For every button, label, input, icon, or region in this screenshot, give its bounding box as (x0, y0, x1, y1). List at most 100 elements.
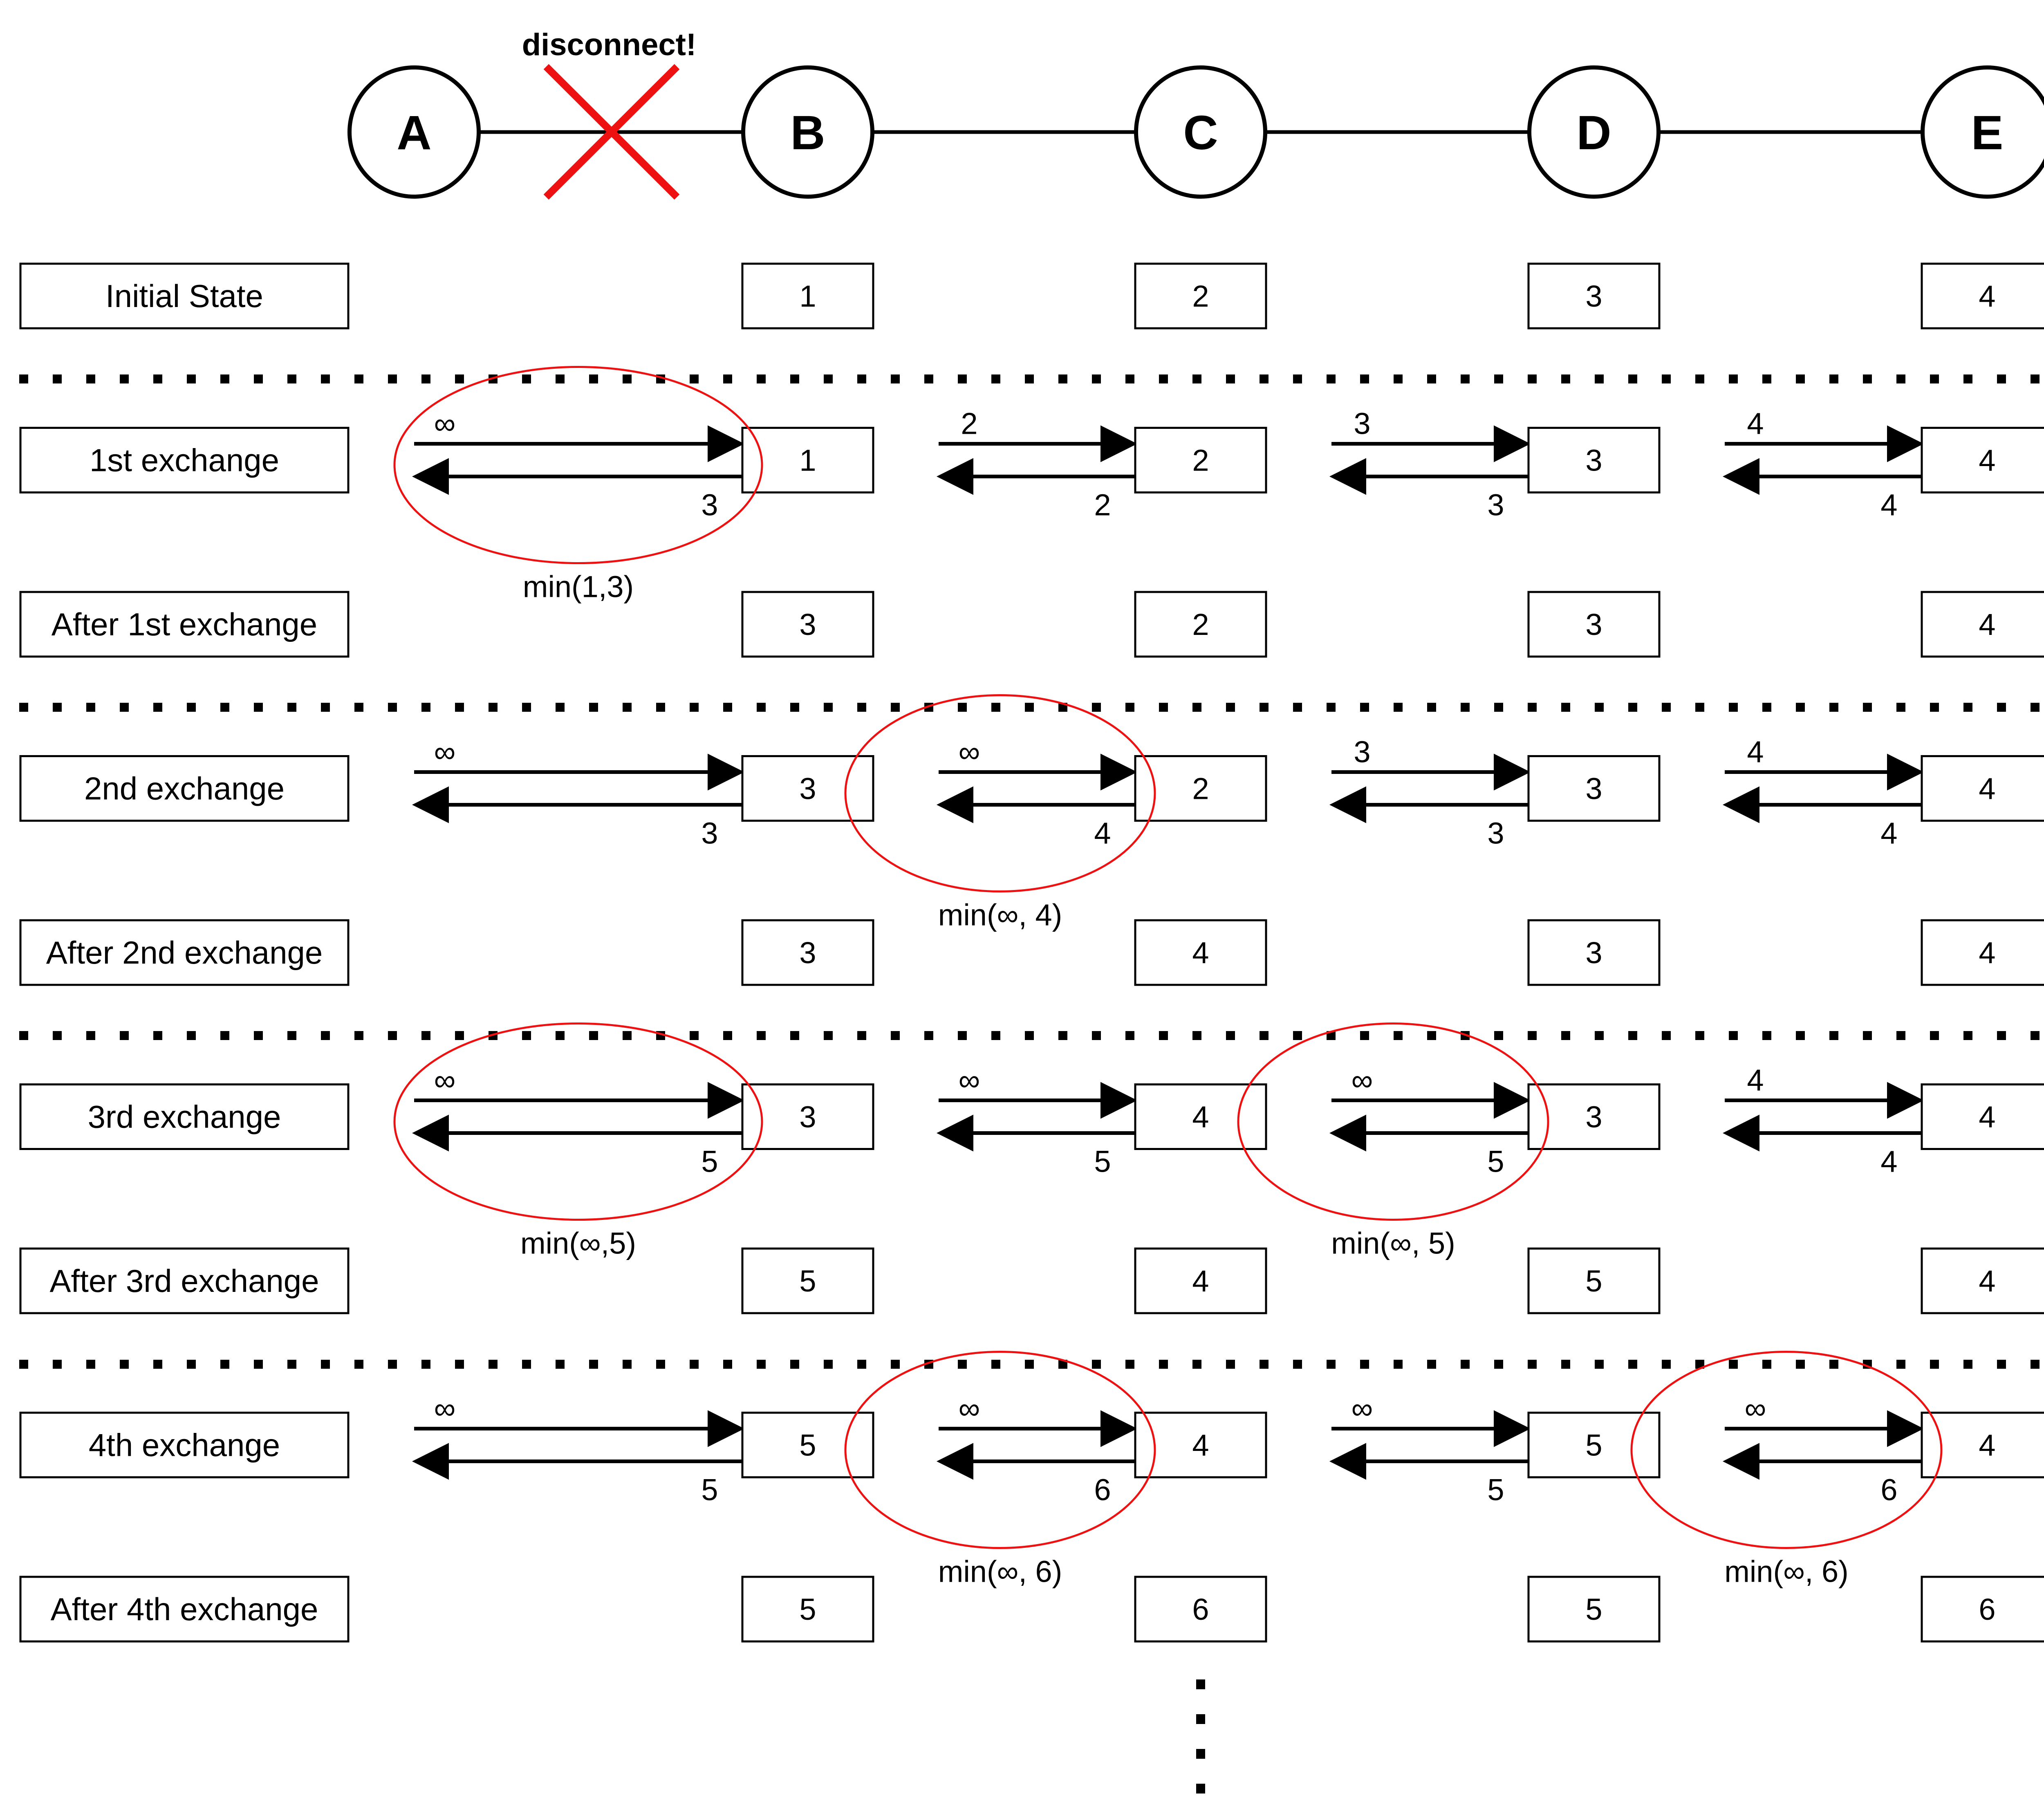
node-b-circle (741, 65, 874, 199)
arrow-left-label: 5 (1094, 1145, 1111, 1179)
arrow-left-label: 3 (701, 488, 718, 522)
value-box-c (1134, 1083, 1267, 1150)
highlight-ellipse (393, 366, 763, 564)
node-e-label: E (1971, 106, 2004, 160)
row-label: After 1st exchange (52, 606, 317, 642)
row-label: 4th exchange (89, 1427, 280, 1463)
value-text: 2 (1192, 444, 1209, 478)
row-label: 2nd exchange (84, 771, 285, 807)
value-box-b (741, 919, 874, 986)
value-box-d (1527, 262, 1661, 330)
row-label-box (19, 1576, 350, 1643)
value-text: 2 (1192, 772, 1209, 806)
value-box-b (741, 755, 874, 822)
value-box-b (741, 262, 874, 330)
value-box-c (1134, 1412, 1267, 1478)
value-text: 5 (799, 1428, 816, 1462)
value-text: 3 (1585, 279, 1602, 313)
value-box-b (741, 1247, 874, 1314)
value-text: 3 (1585, 936, 1602, 970)
value-box-b (741, 1576, 874, 1643)
arrow-left-label: 5 (1487, 1473, 1504, 1507)
row-label-box (19, 262, 350, 330)
row-label: Initial State (105, 278, 263, 314)
row-label: 3rd exchange (88, 1099, 281, 1135)
arrow-left-label: 6 (1094, 1473, 1111, 1507)
value-text: 3 (1585, 1100, 1602, 1134)
value-text: 4 (1979, 1264, 1995, 1298)
arrow-right-label: 4 (1747, 407, 1764, 441)
highlight-ellipse (844, 694, 1156, 892)
highlight-ellipse (844, 1351, 1156, 1549)
arrow-left-label: 5 (1487, 1145, 1504, 1179)
row-label-box (19, 919, 350, 986)
value-box-c (1134, 427, 1267, 493)
value-text: 5 (799, 1264, 816, 1298)
node-a-label: A (397, 106, 431, 160)
value-text: 4 (1192, 1264, 1209, 1298)
node-a-circle (347, 65, 481, 199)
value-text: 4 (1979, 1100, 1995, 1134)
value-box-c (1134, 591, 1267, 658)
value-text: 6 (1979, 1592, 1995, 1626)
node-d-circle (1527, 65, 1661, 199)
continuation-dot (1196, 1714, 1205, 1724)
value-box-e (1921, 427, 2044, 493)
row-label: 1st exchange (90, 442, 279, 478)
value-text: 3 (1585, 608, 1602, 641)
value-box-c (1134, 919, 1267, 986)
arrow-left-label: 4 (1880, 816, 1897, 850)
value-text: 4 (1979, 772, 1995, 806)
node-c-label: C (1183, 106, 1218, 160)
arrow-right-label: 2 (961, 407, 977, 441)
row-label-box (19, 1412, 350, 1478)
value-box-c (1134, 755, 1267, 822)
value-box-e (1921, 1412, 2044, 1478)
value-text: 4 (1192, 1100, 1209, 1134)
min-label: min(∞, 4) (938, 898, 1062, 932)
arrow-right-label: ∞ (1351, 1392, 1373, 1426)
arrow-left-label: 4 (1094, 816, 1111, 850)
node-c-circle (1134, 65, 1267, 199)
continuation-dot (1196, 1679, 1205, 1689)
value-text: 4 (1979, 279, 1995, 313)
min-label: min(∞, 5) (1331, 1226, 1455, 1260)
arrow-left-label: 3 (1487, 816, 1504, 850)
value-box-b (741, 1083, 874, 1150)
value-box-d (1527, 755, 1661, 822)
value-box-c (1134, 1576, 1267, 1643)
arrow-left-label: 5 (701, 1473, 718, 1507)
row-label-box (19, 591, 350, 658)
value-text: 2 (1192, 608, 1209, 641)
arrow-right-label: 3 (1354, 735, 1370, 769)
arrow-right-label: ∞ (1745, 1392, 1766, 1426)
value-text: 4 (1979, 936, 1995, 970)
value-text: 4 (1192, 936, 1209, 970)
value-text: 4 (1979, 608, 1995, 641)
value-box-e (1921, 1247, 2044, 1314)
value-box-e (1921, 1083, 2044, 1150)
arrow-right-label: ∞ (1351, 1063, 1373, 1097)
value-text: 5 (1585, 1264, 1602, 1298)
continuation-dots (1196, 1679, 1205, 1794)
value-box-d (1527, 427, 1661, 493)
min-label: min(1,3) (523, 570, 634, 604)
value-box-d (1527, 1247, 1661, 1314)
arrow-left-label: 3 (701, 816, 718, 850)
value-text: 5 (1585, 1592, 1602, 1626)
value-box-e (1921, 755, 2044, 822)
value-box-d (1527, 1576, 1661, 1643)
arrow-right-label: ∞ (959, 1063, 980, 1097)
arrow-right-label: 4 (1747, 1063, 1764, 1097)
arrow-left-label: 2 (1094, 488, 1111, 522)
value-text: 3 (1585, 444, 1602, 478)
value-box-d (1527, 919, 1661, 986)
continuation-dot (1196, 1749, 1205, 1759)
node-d-label: D (1576, 106, 1611, 160)
highlight-ellipse (1237, 1022, 1549, 1221)
